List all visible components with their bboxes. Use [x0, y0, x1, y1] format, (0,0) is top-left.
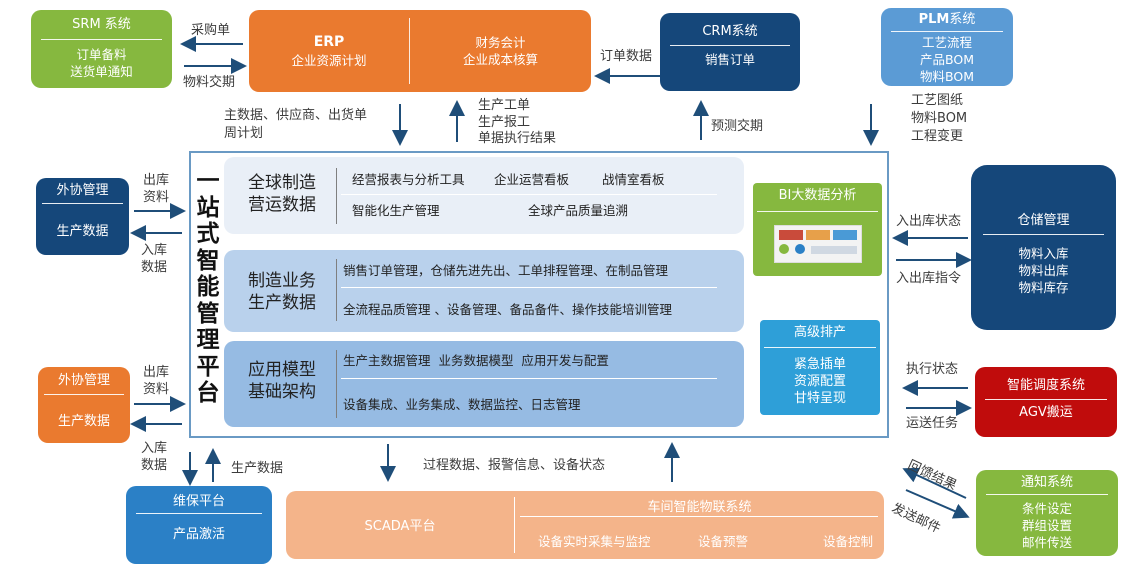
band-global-ops-title: 全球制造营运数据	[248, 173, 316, 215]
flow-label: 出库资料	[143, 173, 170, 205]
flow-label: 生产数据	[231, 461, 284, 476]
flow-label: 预测交期	[711, 119, 764, 134]
crm-title: CRM系统	[702, 24, 758, 39]
erp-finance: 财务会计	[475, 35, 526, 50]
flow-label: 入库数据	[141, 243, 168, 275]
crm-item: 销售订单	[704, 52, 755, 67]
band-app-model[interactable]	[224, 341, 744, 427]
band-manufacturing[interactable]	[224, 250, 744, 332]
erp-box[interactable]: ERP 企业资源计划 财务会计 企业成本核算	[249, 10, 591, 92]
flow-label: 入出库指令	[896, 271, 962, 286]
band-item: 设备集成、业务集成、数据监控、日志管理	[343, 397, 581, 412]
band-item: 经营报表与分析工具	[352, 172, 465, 187]
erp-subtitle: 企业资源计划	[291, 53, 367, 68]
scada-title: SCADA平台	[364, 519, 436, 534]
agv-system-box[interactable]: 智能调度系统 AGV搬运	[975, 367, 1117, 437]
flow-label: 物料交期	[183, 75, 236, 90]
flow-label: 过程数据、报警信息、设备状态	[423, 458, 606, 473]
flow-label: 订单数据	[600, 49, 653, 64]
notify-item: 条件设定	[1021, 501, 1072, 516]
erp-cost: 企业成本核算	[462, 52, 538, 67]
iot-item: 设备控制	[823, 534, 874, 549]
warehouse-item: 物料入库	[1018, 246, 1069, 261]
flow-label: 出库资料	[143, 365, 170, 397]
outsource-top-box[interactable]: 外协管理 生产数据	[36, 178, 129, 255]
warehouse-title: 仓储管理	[1017, 213, 1070, 228]
band-item: 战情室看板	[602, 172, 665, 187]
scheduling-item: 资源配置	[793, 374, 846, 389]
outsource-bottom-item: 生产数据	[57, 414, 110, 429]
outsource-bottom-title: 外协管理	[57, 373, 110, 388]
arrow-notify-down	[905, 489, 970, 519]
band-item: 智能化生产管理	[352, 203, 440, 218]
iot-title: 车间智能物联系统	[647, 500, 752, 515]
scheduling-title: 高级排产	[793, 325, 846, 340]
warehouse-item: 物料库存	[1018, 280, 1069, 295]
plm-title-bold: PLM	[918, 12, 950, 27]
maintenance-title: 维保平台	[172, 494, 225, 509]
bi-analytics-box[interactable]: BI大数据分析	[753, 183, 882, 276]
scada-iot-box[interactable]: SCADA平台 车间智能物联系统 设备实时采集与监控 设备预警 设备控制	[286, 491, 884, 559]
scheduling-item: 甘特呈现	[793, 391, 846, 406]
agv-title: 智能调度系统	[1006, 378, 1085, 393]
flow-label: 生产工单生产报工单据执行结果	[478, 98, 557, 146]
plm-item: 物料BOM	[920, 69, 974, 84]
platform-frame	[189, 151, 889, 438]
flow-label: 采购单	[191, 23, 231, 38]
band-app-model-title: 应用模型基础架构	[248, 360, 316, 402]
dashboard-thumbnail-icon	[774, 225, 862, 263]
maintenance-platform-box[interactable]: 维保平台 产品激活	[126, 486, 272, 564]
band-manufacturing-title: 制造业务生产数据	[248, 271, 316, 313]
bi-title: BI大数据分析	[778, 188, 857, 203]
band-item: 全流程品质管理 、设备管理、备品备件、操作技能培训管理	[343, 302, 672, 317]
maintenance-item: 产品激活	[172, 527, 225, 542]
srm-system-box[interactable]: SRM 系统 订单备料 送货单通知	[31, 10, 172, 88]
band-item: 全球产品质量追溯	[528, 203, 629, 218]
outsource-top-item: 生产数据	[56, 224, 109, 239]
flow-label: 运送任务	[906, 416, 959, 431]
iot-item: 设备预警	[698, 534, 749, 549]
srm-title: SRM 系统	[72, 17, 131, 32]
notify-item: 邮件传送	[1021, 535, 1072, 550]
srm-item: 送货单通知	[70, 64, 133, 79]
band-item: 企业运营看板	[494, 172, 570, 187]
notify-title: 通知系统	[1020, 475, 1073, 490]
band-global-ops[interactable]	[224, 157, 744, 234]
flow-label: 入出库状态	[896, 214, 962, 229]
iot-item: 设备实时采集与监控	[538, 534, 651, 549]
flow-label: 主数据、供应商、出货单周计划	[224, 108, 368, 141]
plm-title-rest: 系统	[949, 12, 976, 27]
crm-system-box[interactable]: CRM系统 销售订单	[660, 13, 800, 91]
warehouse-item: 物料出库	[1018, 263, 1069, 278]
warehouse-box[interactable]: 仓储管理 物料入库 物料出库 物料库存	[971, 165, 1116, 330]
arrow-notify-up	[902, 467, 967, 499]
band-item: 销售订单管理，仓储先进先出、工单排程管理、在制品管理	[343, 263, 669, 278]
notify-item: 群组设置	[1021, 518, 1072, 533]
srm-item: 订单备料	[76, 47, 127, 62]
notify-system-box[interactable]: 通知系统 条件设定 群组设置 邮件传送	[976, 470, 1118, 556]
band-item: 生产主数据管理 业务数据模型 应用开发与配置	[343, 353, 609, 368]
plm-item: 产品BOM	[920, 52, 974, 67]
scheduling-item: 紧急插单	[793, 357, 846, 372]
erp-title: ERP	[313, 34, 345, 50]
outsource-bottom-box[interactable]: 外协管理 生产数据	[38, 367, 130, 443]
platform-title: 一 站 式 智 能 管 理 平 台	[196, 168, 220, 406]
agv-item: AGV搬运	[1019, 405, 1073, 420]
plm-item: 工艺流程	[921, 35, 972, 50]
flow-label: 执行状态	[906, 362, 959, 377]
scheduling-box[interactable]: 高级排产 紧急插单 资源配置 甘特呈现	[760, 320, 880, 415]
plm-system-box[interactable]: PLM系统 工艺流程 产品BOM 物料BOM	[881, 8, 1013, 86]
flow-label: 入库数据	[141, 441, 168, 473]
outsource-top-title: 外协管理	[56, 183, 109, 198]
